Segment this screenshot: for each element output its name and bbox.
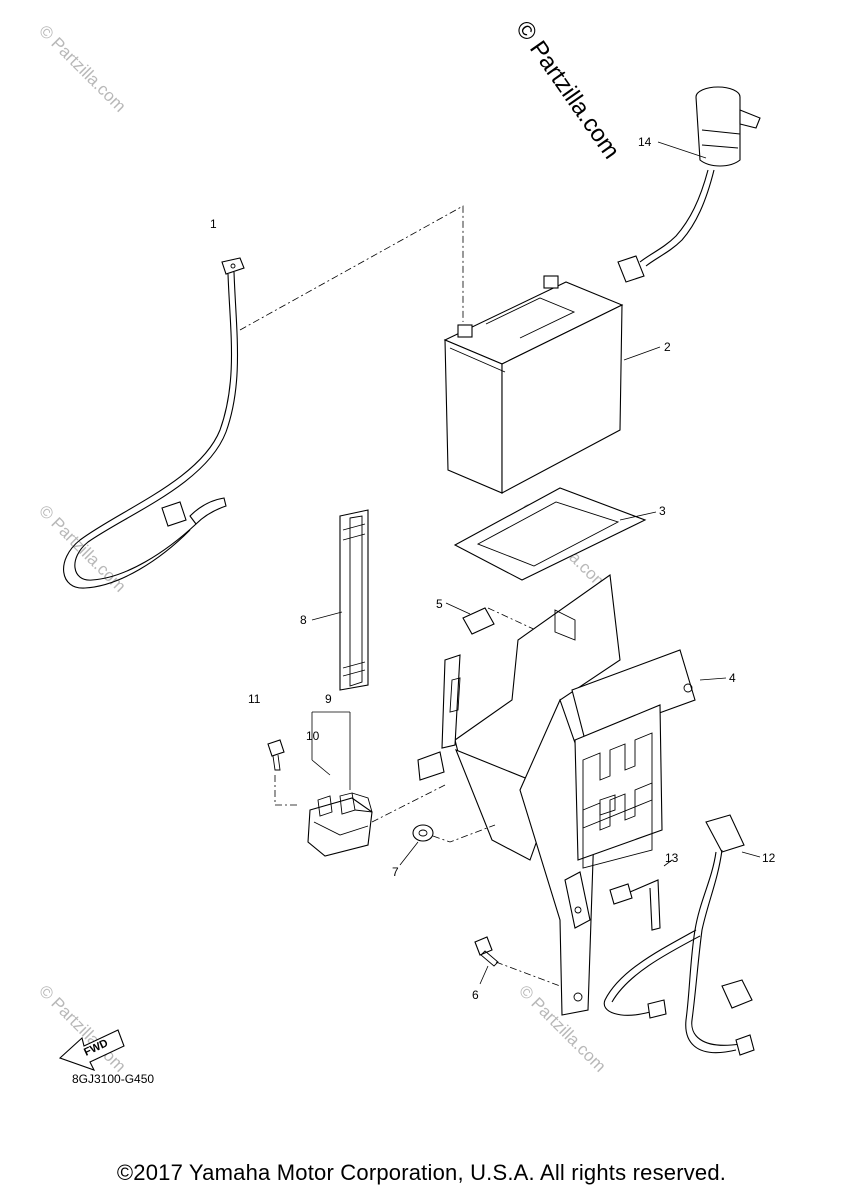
callout-10: 10 [306,729,320,743]
callout-5: 5 [436,597,443,611]
callout-13: 13 [665,851,679,865]
copyright-notice: ©2017 Yamaha Motor Corporation, U.S.A. A… [116,1160,727,1185]
part-5-label [462,607,495,635]
callout-14: 14 [638,135,652,149]
callout-12: 12 [762,851,776,865]
part-14-accessory-socket [617,86,761,283]
part-4-battery-box [417,574,696,1016]
part-2-battery [443,275,624,494]
watermark-top: © Partzilla.com [510,16,625,164]
callout-2: 2 [664,340,671,354]
callout-1: 1 [210,217,217,231]
callout-numbers: 1 2 3 4 5 6 7 8 9 10 11 12 13 14 [210,135,776,1002]
part-1-lead-wire [63,257,245,589]
callout-11: 11 [248,692,261,706]
callout-4: 4 [729,671,736,685]
callout-7: 7 [392,865,399,879]
part-13-connector [609,879,661,931]
watermark-1: © Partzilla.com [35,21,129,115]
part-11-bolt [267,739,285,771]
watermark-2: © Partzilla.com [35,501,129,595]
callout-9: 9 [325,692,332,706]
part-7-nut [412,824,434,842]
part-12-wire-harness [603,814,755,1056]
callout-8: 8 [300,613,307,627]
part-9-starter-relay [307,792,373,857]
drawing-code: 8GJ3100-G450 [72,1072,155,1086]
callout-6: 6 [472,988,479,1002]
part-6-bolt [474,936,499,967]
part-8-battery-band [339,509,369,691]
callout-3: 3 [659,504,666,518]
part-3-battery-mat [453,487,647,581]
